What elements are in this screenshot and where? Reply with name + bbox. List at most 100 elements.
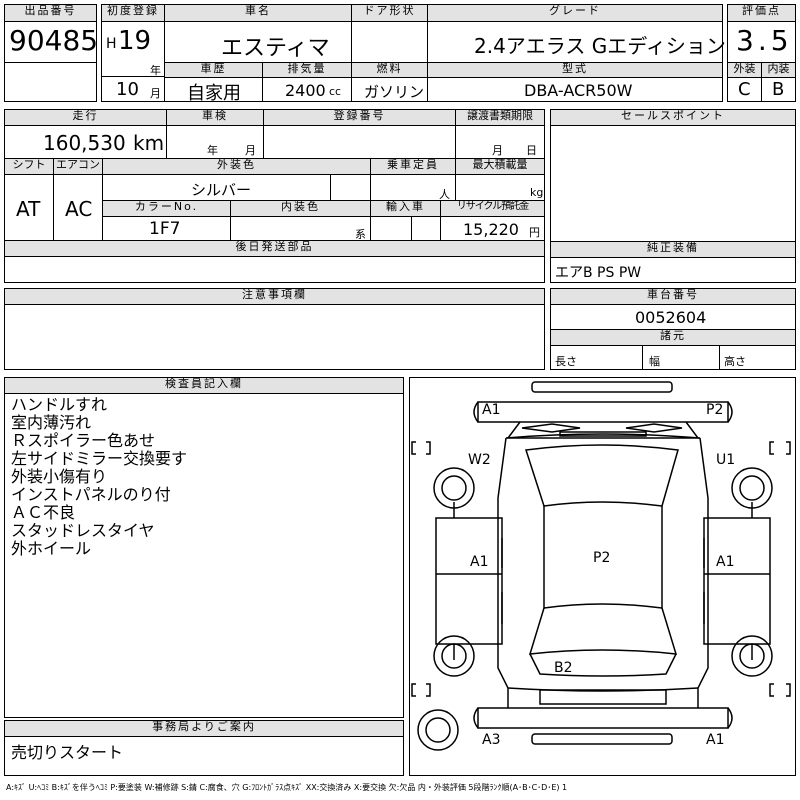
max-load-box: kg (455, 174, 545, 201)
inspector-note: 外装小傷有り (11, 467, 108, 486)
capacity-label: 乗車定員 (370, 158, 456, 175)
transfer-month-unit: 月 (492, 144, 503, 157)
mileage-unit: km (133, 131, 165, 155)
later-parts-label: 後日発送部品 (4, 240, 545, 257)
lot-label: 出品番号 (4, 4, 97, 22)
cautions-box (4, 304, 545, 370)
first-reg-month-unit: 月 (150, 87, 161, 100)
exterior-color-sub (330, 174, 371, 201)
shift-value: AT (16, 197, 41, 221)
car-name-label: 車名 (164, 4, 352, 22)
history-box: 自家用 (164, 77, 263, 104)
aircon-box: AC (53, 174, 103, 241)
dimensions-label: 諸元 (550, 329, 796, 346)
interior-color-label: 内装色 (230, 200, 371, 217)
displacement-label: 排気量 (262, 62, 352, 78)
dimensions-width-box: 幅 (642, 345, 720, 370)
sales-points-box (550, 125, 796, 242)
inspection-label: 車検 (166, 109, 264, 126)
door-label: ドア形状 (351, 4, 428, 22)
exterior-color-value: シルバー (191, 181, 252, 199)
inspector-label: 検査員記入欄 (4, 377, 404, 394)
recycle-box: 15,220 円 (440, 216, 545, 241)
import-sub (411, 216, 441, 241)
interior-grade-label: 内装 (761, 62, 796, 78)
later-parts-box (4, 256, 545, 283)
mileage-box: 160,530 km (4, 125, 167, 159)
inspector-note: 左サイドミラー交換要す (11, 449, 188, 468)
model-label: 型式 (427, 62, 723, 78)
history-value: 自家用 (187, 83, 241, 104)
displacement-unit: cc (329, 85, 342, 98)
transfer-label: 譲渡書類期限 (455, 109, 545, 126)
mark-rear-right: A1 (706, 732, 724, 748)
first-reg-box: H 19 年 (101, 21, 165, 77)
aircon-value: AC (65, 197, 93, 221)
shift-label: シフト (4, 158, 54, 175)
model-box: DBA-ACR50W (427, 77, 723, 102)
displacement-value: 2400 (285, 81, 326, 100)
recycle-label: リサイクル預託金 (440, 200, 545, 217)
office-value: 売切りスタート (11, 743, 124, 762)
mileage-label: 走行 (4, 109, 167, 126)
sales-points-label: セールスポイント (550, 109, 796, 126)
interior-grade-value: B (772, 79, 785, 100)
max-load-unit: kg (530, 186, 544, 199)
inspection-year-unit: 年 (207, 144, 218, 157)
mark-roof: P2 (593, 550, 610, 566)
interior-color-unit: 系 (355, 228, 366, 241)
mark-front-left: A1 (482, 402, 500, 418)
fuel-value: ガソリン (364, 83, 425, 101)
reg-number-label: 登録番号 (263, 109, 456, 126)
chassis-label: 車台番号 (550, 288, 796, 305)
equipment-box: エアB PS PW (550, 257, 796, 283)
exterior-color-box: シルバー (102, 174, 331, 201)
capacity-box: 人 (370, 174, 456, 201)
chassis-box: 0052604 (550, 304, 796, 330)
dimensions-height: 高さ (724, 355, 746, 368)
aircon-label: エアコン (53, 158, 103, 175)
chassis-value: 0052604 (635, 308, 707, 327)
exterior-grade-value: C (738, 79, 751, 100)
lot-number: 90485 (9, 24, 99, 57)
inspector-notes-box: ハンドルすれ 室内薄汚れ Ｒスポイラー色あせ 左サイドミラー交換要す 外装小傷有… (4, 393, 404, 718)
mileage-value: 160,530 (43, 131, 126, 155)
inspection-month-unit: 月 (245, 144, 256, 157)
exterior-color-label: 外装色 (102, 158, 371, 175)
mark-left-side: A1 (470, 554, 488, 570)
displacement-box: 2400 cc (262, 77, 352, 102)
office-box: 売切りスタート (4, 736, 404, 776)
mark-rear: B2 (554, 660, 573, 676)
equipment-label: 純正装備 (550, 241, 796, 258)
first-reg-year-unit: 年 (150, 64, 161, 77)
grade-value: 2.4アエラス Gエディション (474, 34, 726, 58)
grade-box: 2.4アエラス Gエディション (427, 21, 726, 63)
office-label: 事務局よりご案内 (4, 720, 404, 737)
dimensions-length-box: 長さ (550, 345, 643, 370)
recycle-value: 15,220 (463, 220, 519, 239)
transfer-box: 月 日 (455, 125, 545, 159)
cautions-label: 注意事項欄 (4, 288, 545, 305)
color-no-label: カラーNo. (102, 200, 231, 217)
dimensions-width: 幅 (649, 355, 660, 368)
first-reg-month: 10 (116, 79, 139, 100)
car-outline-diagram: A1 P2 W2 U1 A1 A1 P2 B2 A3 A1 (411, 381, 791, 751)
inspector-note: ＡＣ不良 (11, 503, 76, 522)
grade-label: グレード (427, 4, 723, 22)
car-name: エスティマ (221, 36, 330, 61)
shift-box: AT (4, 174, 54, 241)
transfer-day-unit: 日 (526, 144, 537, 157)
recycle-unit: 円 (529, 226, 540, 239)
inspection-box: 年 月 (166, 125, 264, 159)
lot-number-box: 90485 (4, 21, 99, 63)
model-value: DBA-ACR50W (524, 81, 633, 100)
import-box (370, 216, 412, 241)
exterior-grade-label: 外装 (727, 62, 762, 78)
first-reg-label: 初度登録 (101, 4, 165, 22)
inspector-note: Ｒスポイラー色あせ (11, 431, 156, 450)
fuel-label: 燃料 (351, 62, 428, 78)
mark-rear-left: A3 (482, 732, 500, 748)
legend-text: A:ｷｽﾞ U:ﾍｺﾐ B:ｷｽﾞを伴うﾍｺﾐ P:要塗装 W:補修跡 S:錆 … (6, 783, 568, 792)
color-no-value: 1F7 (149, 219, 181, 239)
history-label: 車歴 (164, 62, 263, 78)
